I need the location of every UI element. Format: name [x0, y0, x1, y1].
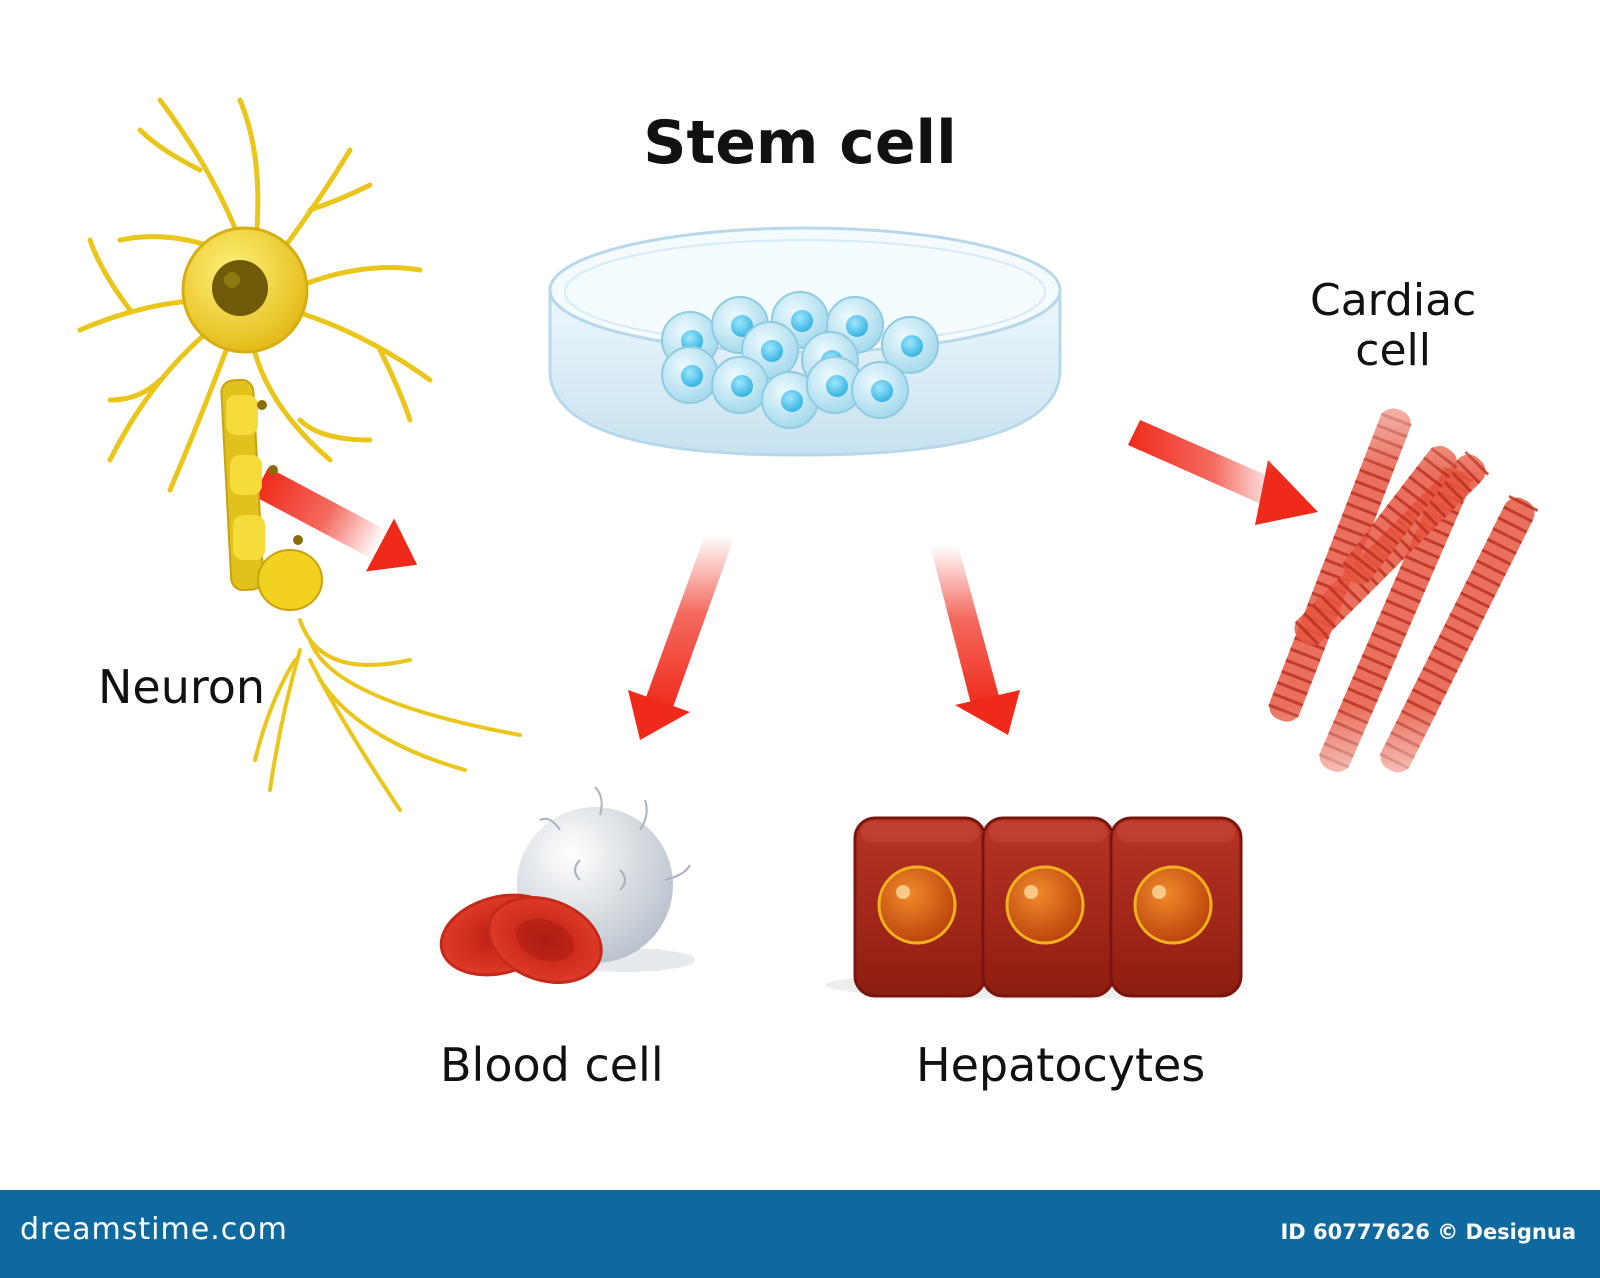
cardiac-label-line2: cell: [1355, 325, 1432, 376]
neuron-label: Neuron: [98, 660, 266, 714]
stem-cell: [711, 356, 769, 414]
blood-cell-label: Blood cell: [440, 1038, 664, 1092]
arrow-to-neuron: [253, 467, 418, 572]
hepatocytes-label: Hepatocytes: [916, 1038, 1206, 1092]
neuron-axon: [220, 378, 323, 611]
cardiac-cell-illustration: [1240, 390, 1570, 810]
arrow-to-hepatocytes: [930, 545, 1020, 735]
footer-bar: dreamstime.com ID 60777626 © Designua: [0, 1190, 1600, 1278]
stem-cell: [851, 361, 909, 419]
stem-cell-diagram: [77, 97, 1570, 999]
hepatocyte: [853, 816, 987, 998]
footer-site-name: dreamstime.com: [20, 1212, 288, 1247]
arrow-to-blood-cell: [628, 535, 735, 740]
stem-cell: [826, 296, 884, 354]
stem-cell: [881, 316, 939, 374]
cardiac-cell-label: Cardiac cell: [1310, 276, 1476, 376]
stem-cell: [806, 356, 864, 414]
neuron-cell-body: [181, 226, 309, 354]
red-blood-cells: [439, 893, 603, 985]
stem-cell: [661, 346, 719, 404]
cardiac-label-line1: Cardiac: [1310, 275, 1477, 326]
stem-cell: [761, 371, 819, 429]
footer-image-id: ID 60777626 © Designua: [1280, 1220, 1576, 1244]
stem-cell-cluster: [661, 291, 939, 429]
hepatocyte: [1109, 816, 1243, 998]
diagram-title: Stem cell: [643, 108, 957, 178]
hepatocytes-illustration: [825, 816, 1245, 999]
hepatocyte: [981, 816, 1115, 998]
